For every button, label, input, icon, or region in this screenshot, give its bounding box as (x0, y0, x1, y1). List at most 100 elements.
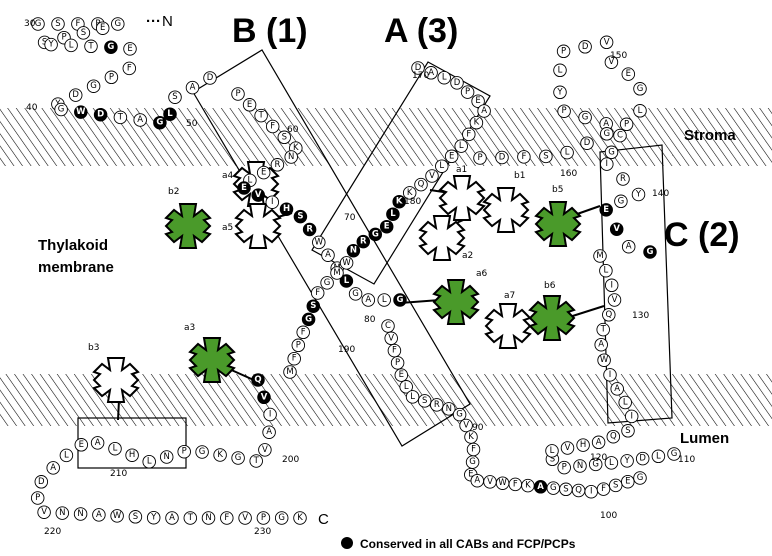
svg-text:F: F (601, 484, 606, 494)
residue-E: E (621, 474, 635, 489)
residue-I: I (600, 157, 614, 171)
residue-D: D (68, 88, 83, 102)
svg-text:G: G (647, 247, 654, 257)
residue-G: G (578, 110, 592, 125)
residue-A: A (424, 66, 438, 80)
residue-L: L (560, 145, 574, 160)
svg-text:M: M (596, 251, 603, 261)
residue-P: P (557, 104, 571, 118)
svg-text:G: G (156, 118, 163, 128)
residue-D: D (495, 150, 509, 165)
pigment-label-a5: a5 (222, 223, 233, 233)
residue-I: I (265, 195, 280, 209)
svg-text:S: S (550, 454, 555, 464)
svg-text:S: S (422, 396, 427, 406)
svg-text:G: G (305, 314, 312, 324)
residue-Q: Q (414, 177, 428, 192)
svg-text:W: W (498, 478, 507, 488)
svg-text:L: L (550, 446, 555, 456)
svg-text:Y: Y (635, 190, 642, 200)
n-terminus-letter: N (162, 13, 173, 30)
residue-G: G (546, 481, 561, 495)
svg-text:A: A (614, 384, 620, 394)
residue-L: L (64, 38, 78, 53)
svg-text:L: L (459, 141, 464, 151)
svg-text:D: D (415, 63, 422, 73)
pigment-b1 (483, 187, 529, 233)
thylakoid-label: Thylakoid (38, 237, 108, 254)
residue-A: A (470, 473, 485, 488)
residue-number: 170 (412, 71, 429, 81)
svg-text:W: W (113, 511, 122, 521)
svg-text:F: F (292, 354, 297, 364)
pigment-label-a1: a1 (456, 165, 467, 175)
residue-E: E (621, 67, 636, 81)
residue-S: S (277, 130, 292, 145)
residue-G: G (31, 17, 45, 31)
residue-Y: Y (620, 454, 634, 468)
svg-text:L: L (404, 382, 409, 392)
residue-I: I (263, 407, 277, 422)
residue-P: P (256, 511, 271, 525)
svg-text:L: L (656, 451, 661, 461)
pigment-a5 (235, 203, 281, 249)
residue-E: E (599, 203, 613, 217)
residue-L: L (163, 107, 177, 121)
residue-L: L (386, 207, 400, 221)
residue-S: S (168, 90, 182, 104)
svg-text:L: L (167, 109, 173, 119)
svg-text:S: S (282, 132, 287, 142)
svg-text:K: K (407, 188, 413, 198)
svg-text:N: N (164, 452, 170, 462)
svg-text:A: A (603, 119, 609, 129)
residue-number: 160 (560, 169, 577, 179)
residue-W: W (339, 256, 354, 270)
svg-text:D: D (38, 477, 45, 487)
svg-text:L: L (64, 450, 69, 460)
residue-Q: Q (602, 308, 616, 322)
svg-text:V: V (487, 477, 493, 487)
n-terminus-label: ··· (146, 13, 161, 30)
residue-E: E (444, 149, 459, 164)
residue-P: P (291, 338, 306, 353)
residue-L: L (377, 293, 391, 307)
residue-F: F (387, 343, 402, 358)
residue-H: H (125, 448, 139, 462)
residue-number: 30 (24, 19, 36, 29)
svg-text:H: H (283, 204, 290, 214)
residue-P: P (390, 356, 405, 370)
svg-text:A: A (365, 295, 371, 305)
svg-text:P: P (61, 33, 66, 43)
svg-text:G: G (604, 129, 611, 139)
svg-text:L: L (113, 444, 118, 454)
svg-text:H: H (129, 450, 135, 460)
residue-S: S (76, 26, 91, 40)
residue-F: F (287, 351, 301, 366)
pigment-label-b3: b3 (88, 343, 99, 353)
svg-text:T: T (257, 111, 264, 121)
svg-text:I: I (630, 411, 633, 421)
residue-S: S (293, 209, 308, 224)
svg-text:L: L (410, 392, 415, 402)
residue-L: L (437, 70, 451, 85)
svg-text:G: G (35, 19, 42, 29)
svg-text:Q: Q (254, 375, 261, 385)
residue-G: G (301, 312, 316, 327)
stroma-membrane-band (0, 108, 772, 166)
residue-P: P (104, 70, 119, 85)
residue-R: R (270, 158, 285, 172)
residue-A: A (133, 113, 147, 127)
svg-text:L: L (390, 209, 396, 219)
svg-text:V: V (613, 224, 620, 234)
svg-text:W: W (342, 258, 351, 268)
svg-text:G: G (618, 196, 625, 206)
pigment-label-a3: a3 (184, 323, 195, 333)
svg-text:A: A (428, 68, 434, 78)
residue-I: I (603, 368, 617, 382)
svg-text:V: V (388, 333, 394, 343)
residue-R: R (430, 398, 444, 412)
svg-text:S: S (81, 28, 86, 38)
svg-text:A: A (50, 463, 56, 473)
svg-text:F: F (270, 122, 275, 132)
pigment-a6 (433, 279, 479, 325)
